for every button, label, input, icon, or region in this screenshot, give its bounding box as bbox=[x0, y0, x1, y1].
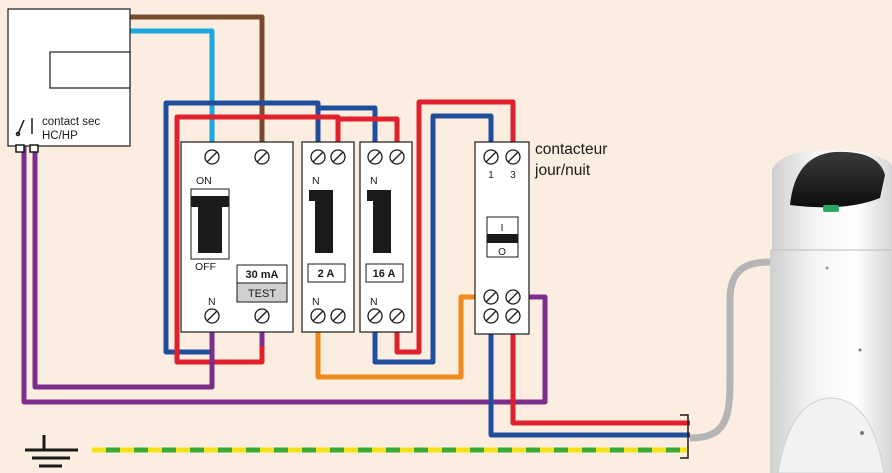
main-neutral-label: N bbox=[208, 296, 216, 308]
heater-display-icon bbox=[823, 205, 839, 212]
breaker-2a-neutral-bottom: N bbox=[312, 296, 320, 308]
breaker-2a-rating: 2 A bbox=[318, 268, 335, 280]
heater-top-cap bbox=[790, 151, 885, 208]
breaker-16a-neutral-bottom: N bbox=[370, 296, 378, 308]
wire-orange-control bbox=[315, 294, 491, 380]
contactor-title-line2: jour/nuit bbox=[534, 162, 591, 179]
wire-blue-16a-contactor bbox=[372, 113, 494, 365]
breaker-2a-toggle-lever[interactable] bbox=[309, 190, 333, 253]
breaker-2a-neutral-top: N bbox=[312, 175, 320, 187]
breaker-16a-toggle-lever[interactable] bbox=[367, 190, 391, 253]
main-off-label: OFF bbox=[195, 261, 216, 273]
breaker-16a-neutral-top: N bbox=[370, 175, 378, 187]
wire-purple-contactor bbox=[21, 146, 548, 405]
main-on-label: ON bbox=[196, 175, 212, 187]
contact-sec-label: contact sec bbox=[42, 116, 100, 128]
heater-hose bbox=[689, 258, 771, 442]
meter-box: contact sec HC/HP bbox=[7, 8, 131, 153]
contactor-terminal-1: 1 bbox=[488, 170, 494, 181]
main-breaker: ON OFF N 30 mA TEST bbox=[180, 141, 294, 333]
test-button-label: TEST bbox=[248, 288, 276, 300]
wire-purple-meter bbox=[32, 146, 215, 390]
contactor-terminal-3: 3 bbox=[510, 170, 516, 181]
wire-blue-output bbox=[488, 320, 690, 438]
breaker-16a-rating: 16 A bbox=[373, 268, 396, 280]
wire-lightblue-neutral bbox=[130, 28, 215, 148]
wire-red-output bbox=[510, 320, 690, 426]
main-rating-label: 30 mA bbox=[245, 269, 278, 281]
breaker-2a: N 2 A N bbox=[301, 141, 355, 333]
main-toggle-lever[interactable] bbox=[190, 188, 230, 260]
water-heater bbox=[770, 150, 892, 473]
test-button[interactable] bbox=[236, 282, 288, 303]
contactor-switch-off: O bbox=[498, 247, 506, 258]
wire-red-bridge bbox=[338, 116, 400, 148]
hc-hp-label: HC/HP bbox=[42, 130, 78, 142]
wire-blue-bridge bbox=[318, 105, 378, 148]
wire-red-main-2a bbox=[174, 114, 341, 365]
breaker-16a: N 16 A N bbox=[359, 141, 413, 333]
cable-bracket bbox=[680, 414, 689, 459]
wire-red-16a-contactor bbox=[394, 99, 516, 355]
contactor-switch-on: I bbox=[501, 223, 504, 234]
contactor-mode-switch[interactable] bbox=[486, 216, 519, 258]
dry-contact-switch-icon bbox=[15, 118, 39, 153]
earth-symbol-icon bbox=[25, 435, 78, 468]
terminal-screw-icon bbox=[204, 149, 270, 324]
day-night-contactor: 1 3 I O bbox=[474, 141, 530, 335]
wire-brown-phase bbox=[130, 14, 265, 148]
contactor-title-line1: contacteur bbox=[535, 141, 607, 158]
